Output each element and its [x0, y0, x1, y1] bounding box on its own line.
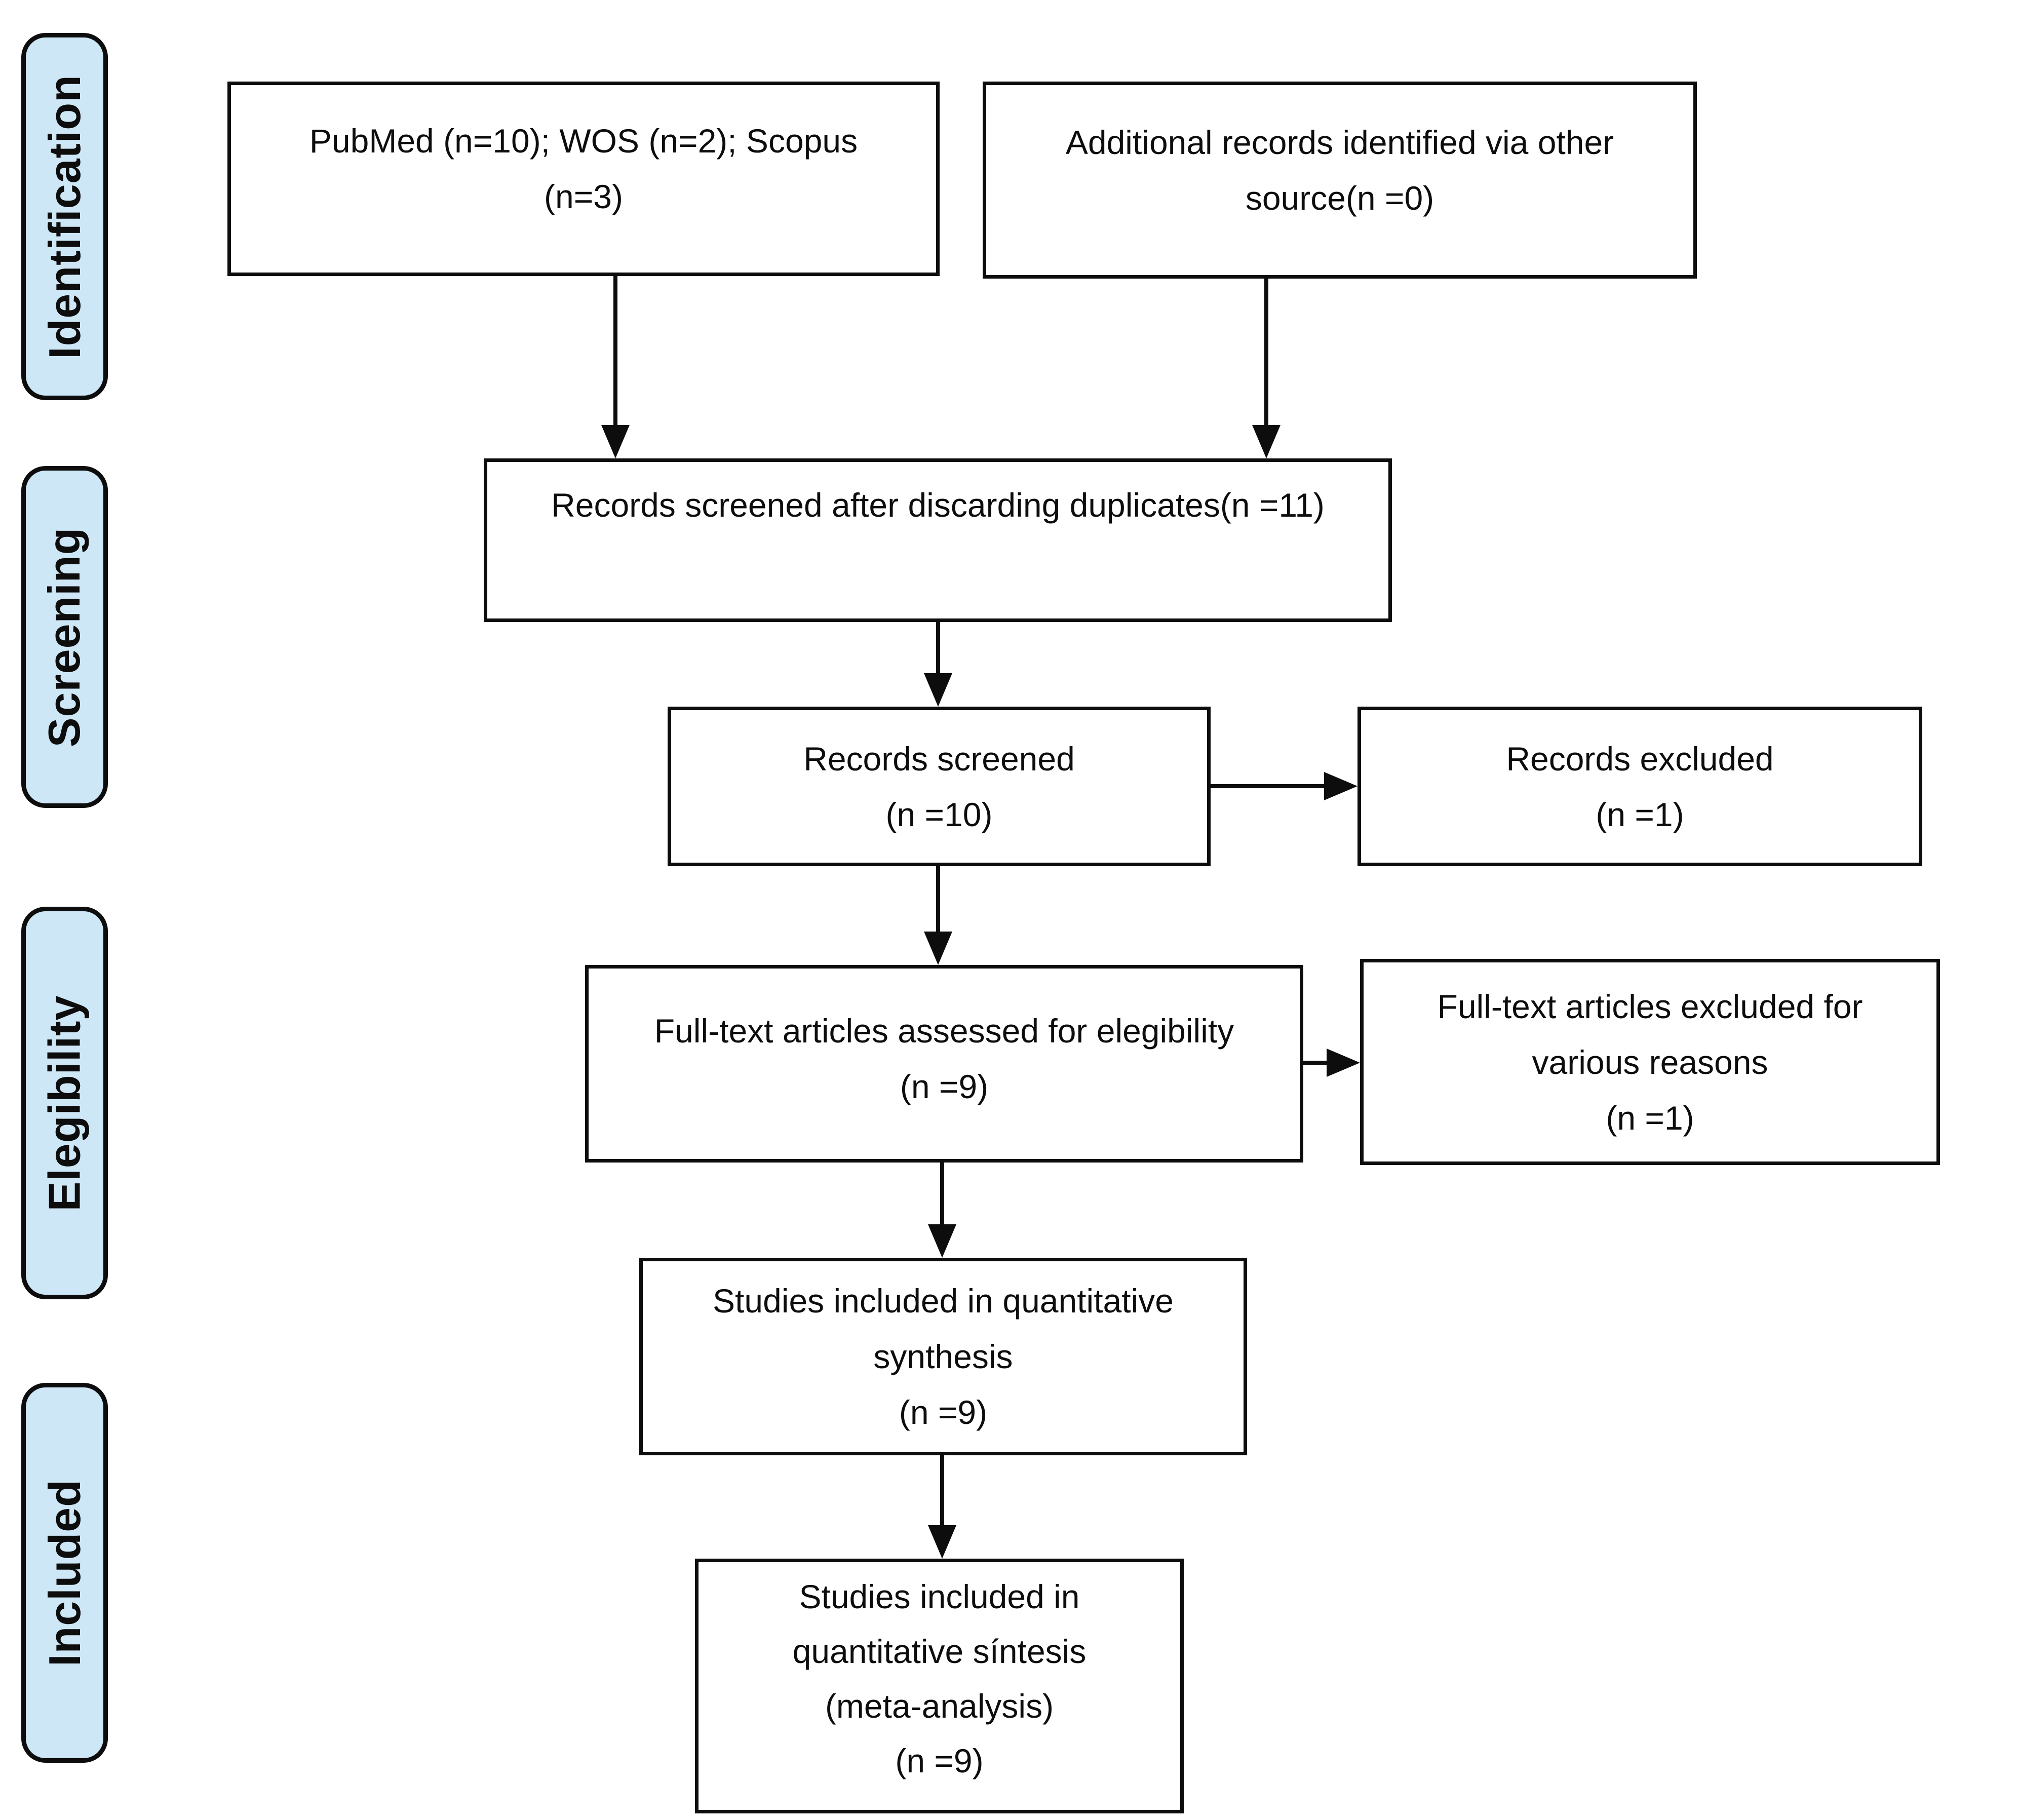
stage-elegibility: Elegibility [21, 907, 108, 1299]
arrow-line-synthesis-to-meta [940, 1455, 944, 1528]
arrowhead-duplicates-to-screened [924, 673, 952, 707]
flow-box-records-excluded: Records excluded (n =1) [1357, 707, 1922, 866]
stage-included-label: Included [39, 1479, 90, 1667]
arrow-line-fulltext-to-excluded [1303, 1061, 1330, 1065]
arrow-line-screened-to-excluded [1211, 784, 1327, 788]
arrowhead-databases-to-duplicates [601, 425, 630, 458]
arrow-line-duplicates-to-screened [936, 622, 940, 676]
arrowhead-additional-to-duplicates [1252, 425, 1281, 458]
stage-screening: Screening [21, 466, 108, 808]
stage-included: Included [21, 1383, 108, 1763]
stage-identification-label: Identification [39, 74, 90, 359]
flow-box-fulltext-assessed: Full-text articles assessed for elegibil… [585, 965, 1303, 1163]
flow-box-records-screened: Records screened (n =10) [668, 707, 1211, 866]
arrowhead-synthesis-to-meta [928, 1525, 956, 1559]
stage-screening-label: Screening [39, 527, 90, 747]
arrow-line-screened-to-fulltext [936, 866, 940, 935]
stage-elegibility-label: Elegibility [39, 995, 90, 1211]
flow-box-databases: PubMed (n=10); WOS (n=2); Scopus (n=3) [227, 82, 940, 276]
arrowhead-screened-to-fulltext [924, 932, 952, 965]
flow-box-meta-analysis: Studies included in quantitative síntesi… [695, 1559, 1184, 1813]
arrow-line-additional-to-duplicates [1264, 279, 1268, 428]
arrowhead-screened-to-excluded [1324, 772, 1357, 800]
arrowhead-fulltext-to-excluded [1327, 1049, 1360, 1077]
flow-box-additional-records: Additional records identified via other … [983, 82, 1697, 279]
arrowhead-fulltext-to-synthesis [928, 1224, 956, 1258]
flow-box-quantitative-synthesis: Studies included in quantitative synthes… [639, 1258, 1247, 1455]
flow-box-after-duplicates: Records screened after discarding duplic… [484, 458, 1392, 622]
stage-identification: Identification [21, 33, 108, 400]
arrow-line-databases-to-duplicates [613, 276, 617, 428]
flow-box-fulltext-excluded: Full-text articles excluded for various … [1360, 959, 1940, 1165]
arrow-line-fulltext-to-synthesis [940, 1163, 944, 1227]
